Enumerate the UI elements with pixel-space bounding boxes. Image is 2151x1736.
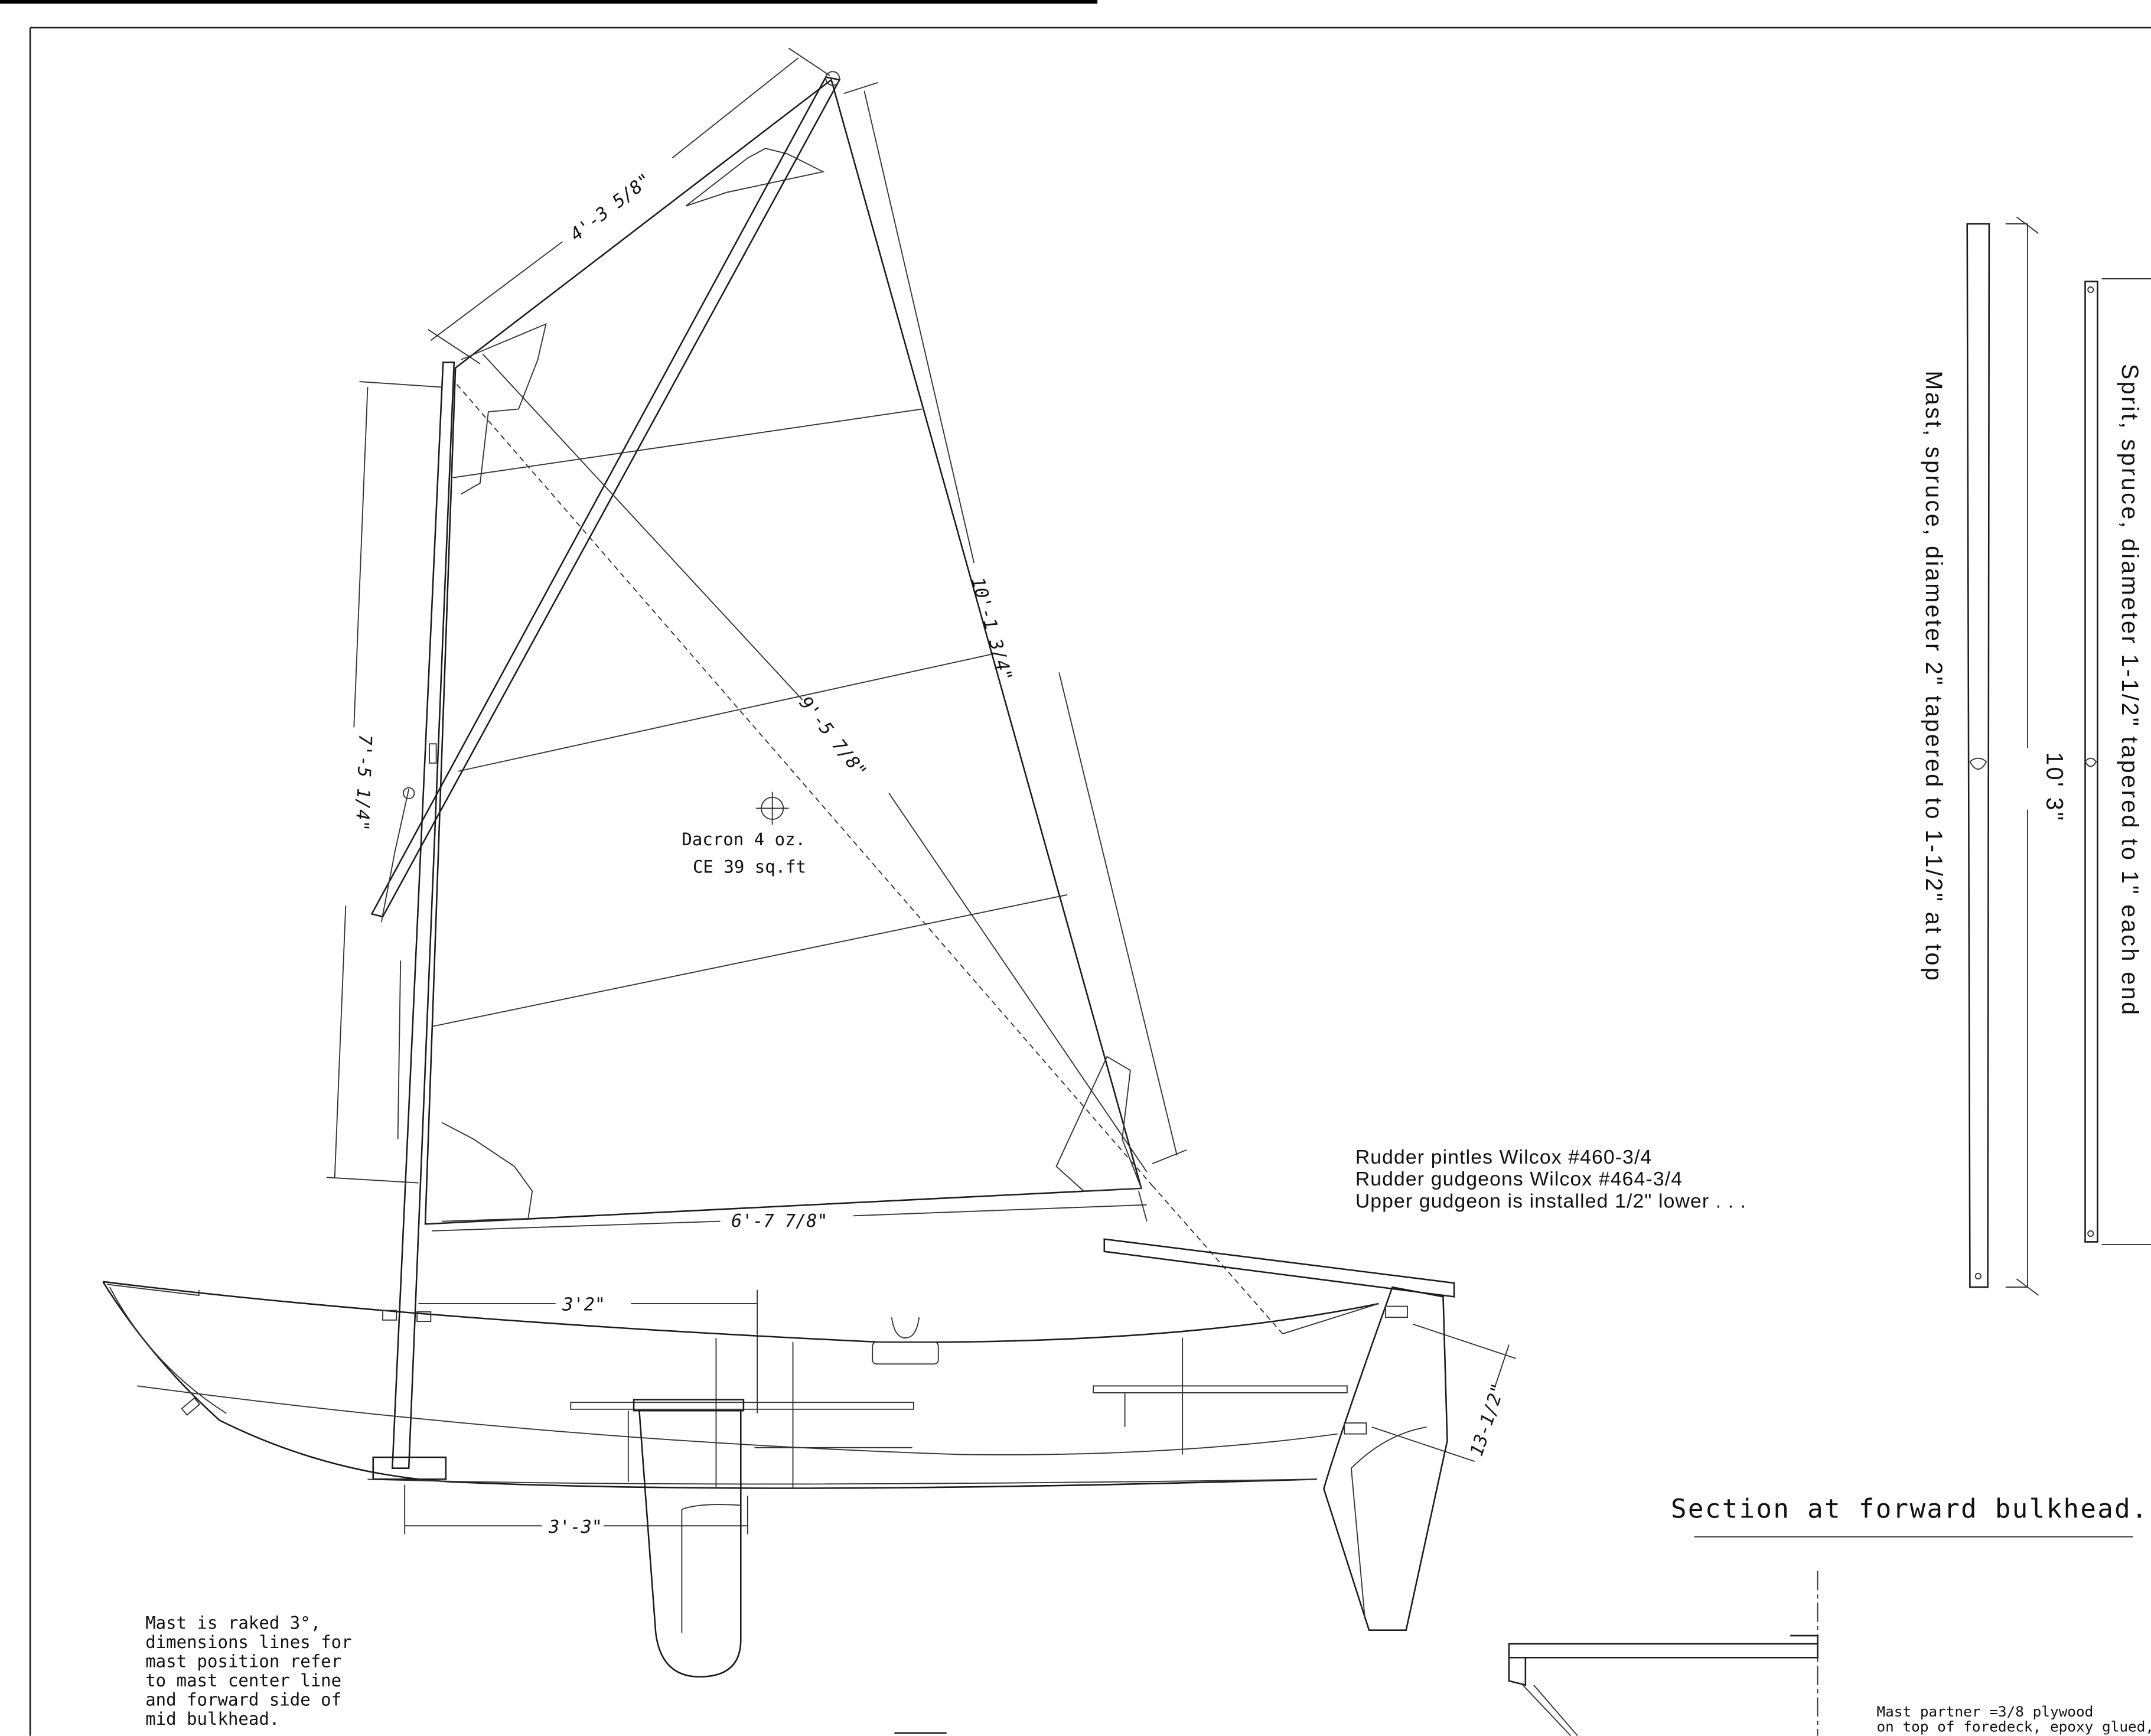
note-line: and forward side of [145,1690,341,1710]
forward-bulkhead-section: Section at forward bulkhead. [1508,1494,2149,1736]
daggerboard [627,1399,745,1678]
dimension-sail-foot: 6'-7 7/8" [731,1211,828,1232]
note-pintles: Rudder pintles Wilcox #460-3/4 [1355,1147,1653,1168]
dimension-sail-diagonal: 9'-5 7/8" [795,693,871,781]
note-line: mid bulkhead. [145,1709,279,1729]
hull [102,1281,1379,1489]
note-line: Mast is raked 3°, [145,1613,321,1633]
mast-rake-note: Mast is raked 3°, dimensions lines for m… [145,1613,351,1729]
sail-material-label: Dacron 4 oz. [682,829,806,849]
sprit-detail: Sprit, spruce, diameter 1-1/2" tapered t… [2084,278,2151,1246]
sprit-spec-label: Sprit, spruce, diameter 1-1/2" tapered t… [2117,364,2143,1017]
rudder [1103,1238,1455,1631]
sprit [370,71,841,923]
mast-spec-label: Mast, spruce, diameter 2" tapered to 1-1… [1921,371,1947,983]
dimension-sail-head: 4'-3 5/8" [566,170,655,245]
dimension-mast-position-upper: 3'2" [562,1295,605,1315]
note-upper-gudgeon: Upper gudgeon is installed 1/2" lower . … [1355,1190,1746,1212]
note-gudgeons: Rudder gudgeons Wilcox #464-3/4 [1355,1168,1683,1190]
mast-partner-note: Mast partner =3/8 plywood on top of fore… [1876,1703,2151,1735]
dimension-lines: 4'-3 5/8" 10'-1 3/4" 9'-5 7/8" 7'-5 1/4"… [326,47,1516,1538]
mast [391,361,455,1469]
sail-area-label: CE 39 sq.ft [693,857,806,877]
dimension-sail-luff: 7'-5 1/4" [351,734,376,832]
note-line: to mast center line [145,1670,341,1691]
dimension-mast-position-lower: 3'-3" [548,1517,602,1538]
mast-detail: 10' 3" Mast, spruce, diameter 2" tapered… [1921,216,2067,1296]
note-line: dimensions lines for [145,1632,351,1652]
note-line: Mast partner =3/8 plywood [1876,1703,2093,1720]
note-line: on top of foredeck, epoxy glued, [1876,1718,2151,1735]
spritsail: Dacron 4 oz. CE 39 sq.ft [424,78,1283,1334]
oarlock-icon [872,1317,939,1365]
dimension-sail-leech: 10'-1 3/4" [967,575,1016,683]
rudder-hardware-notes: Rudder pintles Wilcox #460-3/4 Rudder gu… [1355,1147,1746,1212]
note-line: mast position refer [145,1651,341,1671]
dimension-rudder-gudgeons: 13-1/2" [1466,1381,1510,1459]
center-of-effort-icon [755,792,789,825]
section-title: Section at forward bulkhead. [1671,1494,2149,1524]
mast-length-dimension: 10' 3" [2041,752,2067,822]
